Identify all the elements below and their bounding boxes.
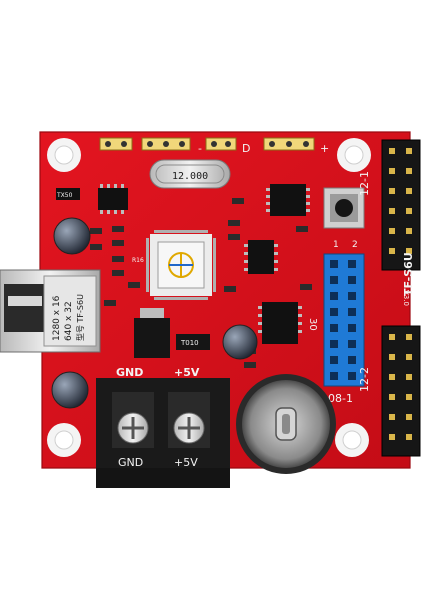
reset-push-button (323, 187, 365, 229)
header-label-2: 2 (352, 240, 358, 250)
pin-label-plus: + (320, 142, 329, 155)
mounting-hole-bottom-right (335, 423, 369, 457)
crystal-label: 12.000 (172, 171, 208, 182)
capacitor-top-left (53, 217, 91, 255)
resolution-label-1: 1280 x 16 (52, 295, 62, 341)
mounting-hole-top-left (47, 138, 81, 172)
terminal-screw-5v (173, 412, 205, 444)
capacitor-middle (222, 324, 258, 360)
chip-label-r16: R16 (132, 257, 144, 264)
mounting-hole-bottom-left (47, 423, 81, 457)
chip-label-tx: TX50 (56, 192, 73, 199)
version-label: V3.0 (402, 290, 410, 306)
black-pin-header-12-1 (381, 139, 421, 271)
capacitor-bottom-left (51, 371, 89, 409)
usb-port (0, 269, 101, 353)
power-label-5v: +5V (174, 366, 200, 379)
mounting-hole-top-right (337, 138, 371, 172)
top-pad-row (99, 137, 315, 151)
coin-cell-battery-holder (236, 374, 336, 474)
header-label-1: 1 (333, 240, 339, 250)
fuse-component (176, 334, 210, 350)
ic-chip-sop-top-right (266, 184, 310, 216)
power-label-gnd: GND (116, 366, 143, 379)
power-terminal-block (96, 378, 230, 488)
terminal-screw-gnd (117, 412, 149, 444)
header-label-08-1: 08-1 (328, 392, 353, 405)
small-chip-tx (56, 188, 80, 200)
blue-pin-header-08-1 (323, 253, 365, 387)
voltage-regulator (134, 308, 170, 358)
resolution-label-2: 640 x 32 (64, 301, 74, 341)
header-label-12-1: 12-1 (358, 171, 371, 196)
model-label: TF-S6U (402, 252, 415, 296)
fuse-label: T010 (180, 339, 199, 347)
main-mcu-chip (146, 230, 216, 300)
resolution-label-3: 型号 TF-S6U (76, 294, 85, 341)
terminal-label-5v: +5V (174, 456, 198, 469)
terminal-label-gnd: GND (118, 456, 143, 469)
header-label-30: 30 (307, 318, 318, 331)
usb-sticker-text: 1280 x 16 640 x 32 型号 TF-S6U (52, 294, 85, 341)
pin-label-d: D (242, 142, 250, 155)
black-pin-header-12-2 (381, 325, 421, 457)
pin-label-minus: - (198, 142, 202, 155)
ic-chip-sop-middle (244, 240, 278, 274)
ic-chip-sop-lower (258, 302, 302, 344)
ic-chip-sop-left (98, 184, 128, 214)
header-label-12-2: 12-2 (358, 367, 371, 392)
crystal-oscillator (149, 159, 231, 189)
